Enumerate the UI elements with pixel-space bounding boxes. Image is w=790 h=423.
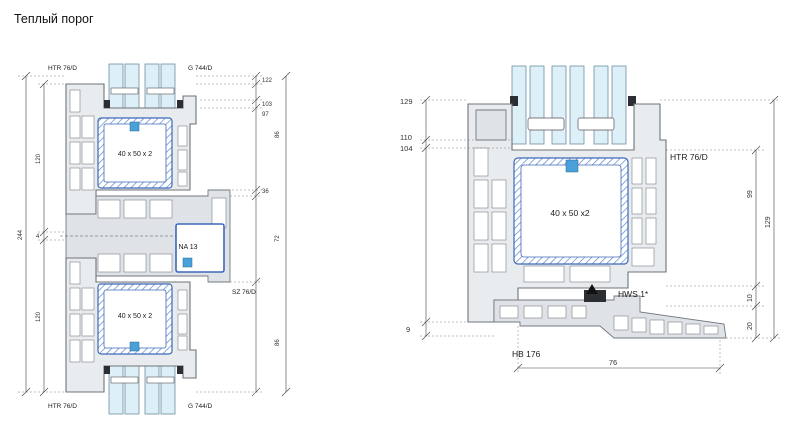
left-left-dimensions: 244 120 120 4 [18, 71, 66, 397]
dim-86-top: 86 [275, 131, 281, 138]
right-glass [510, 65, 636, 145]
dim-244: 244 [18, 229, 24, 240]
left-section-drawing: 40 x 50 x 2 NA 13 [18, 63, 291, 415]
left-right-dimensions: 122 103 97 86 36 72 86 [196, 71, 291, 397]
dim-86-bottom: 86 [275, 339, 281, 346]
left-side-label: SZ 76/D [232, 289, 256, 296]
dim-122: 122 [262, 78, 273, 84]
right-left-dimensions: 129 110 104 9 [400, 95, 512, 341]
left-top-glass [108, 63, 176, 111]
dim-right-129-right: 129 [765, 216, 772, 228]
right-section-drawing: 40 x 50 x2 HTR 76/D HWS 1* HB 176 [400, 65, 780, 374]
dim-right-129-left: 129 [400, 97, 413, 106]
left-bottom-label-left: HTR 76/D [48, 403, 77, 410]
dim-right-9: 9 [406, 325, 410, 334]
dim-right-104: 104 [400, 144, 413, 153]
right-threshold-label: HB 176 [512, 349, 541, 359]
dim-120-lower: 120 [36, 311, 42, 322]
left-bottom-label-right: G 744/D [188, 403, 213, 410]
left-lower-sash: 40 x 50 x 2 [65, 257, 197, 393]
dim-36: 36 [262, 189, 269, 195]
dim-right-76: 76 [609, 358, 617, 367]
dim-right-99: 99 [747, 190, 754, 198]
right-frame-profile: 40 x 50 x2 [467, 103, 667, 323]
right-bottom-dimension: 76 [513, 326, 725, 374]
right-frame-label: HTR 76/D [670, 152, 708, 162]
dim-right-10: 10 [747, 294, 754, 302]
right-right-dimensions: 99 129 10 20 [660, 95, 780, 343]
dim-103: 103 [262, 102, 273, 108]
left-top-label-right: G 744/D [188, 65, 213, 72]
left-upper-sash: 40 x 50 x 2 [65, 83, 197, 215]
dim-72: 72 [275, 235, 281, 242]
dim-120-upper: 120 [36, 153, 42, 164]
right-seal-label: HWS 1* [618, 289, 649, 299]
right-threshold [493, 284, 727, 339]
left-insert-label: NA 13 [178, 244, 197, 251]
dim-97: 97 [262, 112, 269, 118]
left-middle-coupling: NA 13 [60, 189, 231, 283]
left-top-label-left: HTR 76/D [48, 65, 77, 72]
page-title: Теплый порог [14, 12, 94, 26]
right-reinforcement-label: 40 x 50 x2 [550, 208, 589, 218]
dim-right-110: 110 [400, 133, 412, 142]
dim-right-20: 20 [747, 322, 754, 330]
left-bottom-glass [108, 363, 176, 415]
left-upper-reinforcement-label: 40 x 50 x 2 [118, 151, 152, 158]
left-lower-reinforcement-label: 40 x 50 x 2 [118, 313, 152, 320]
dim-4: 4 [36, 234, 40, 240]
